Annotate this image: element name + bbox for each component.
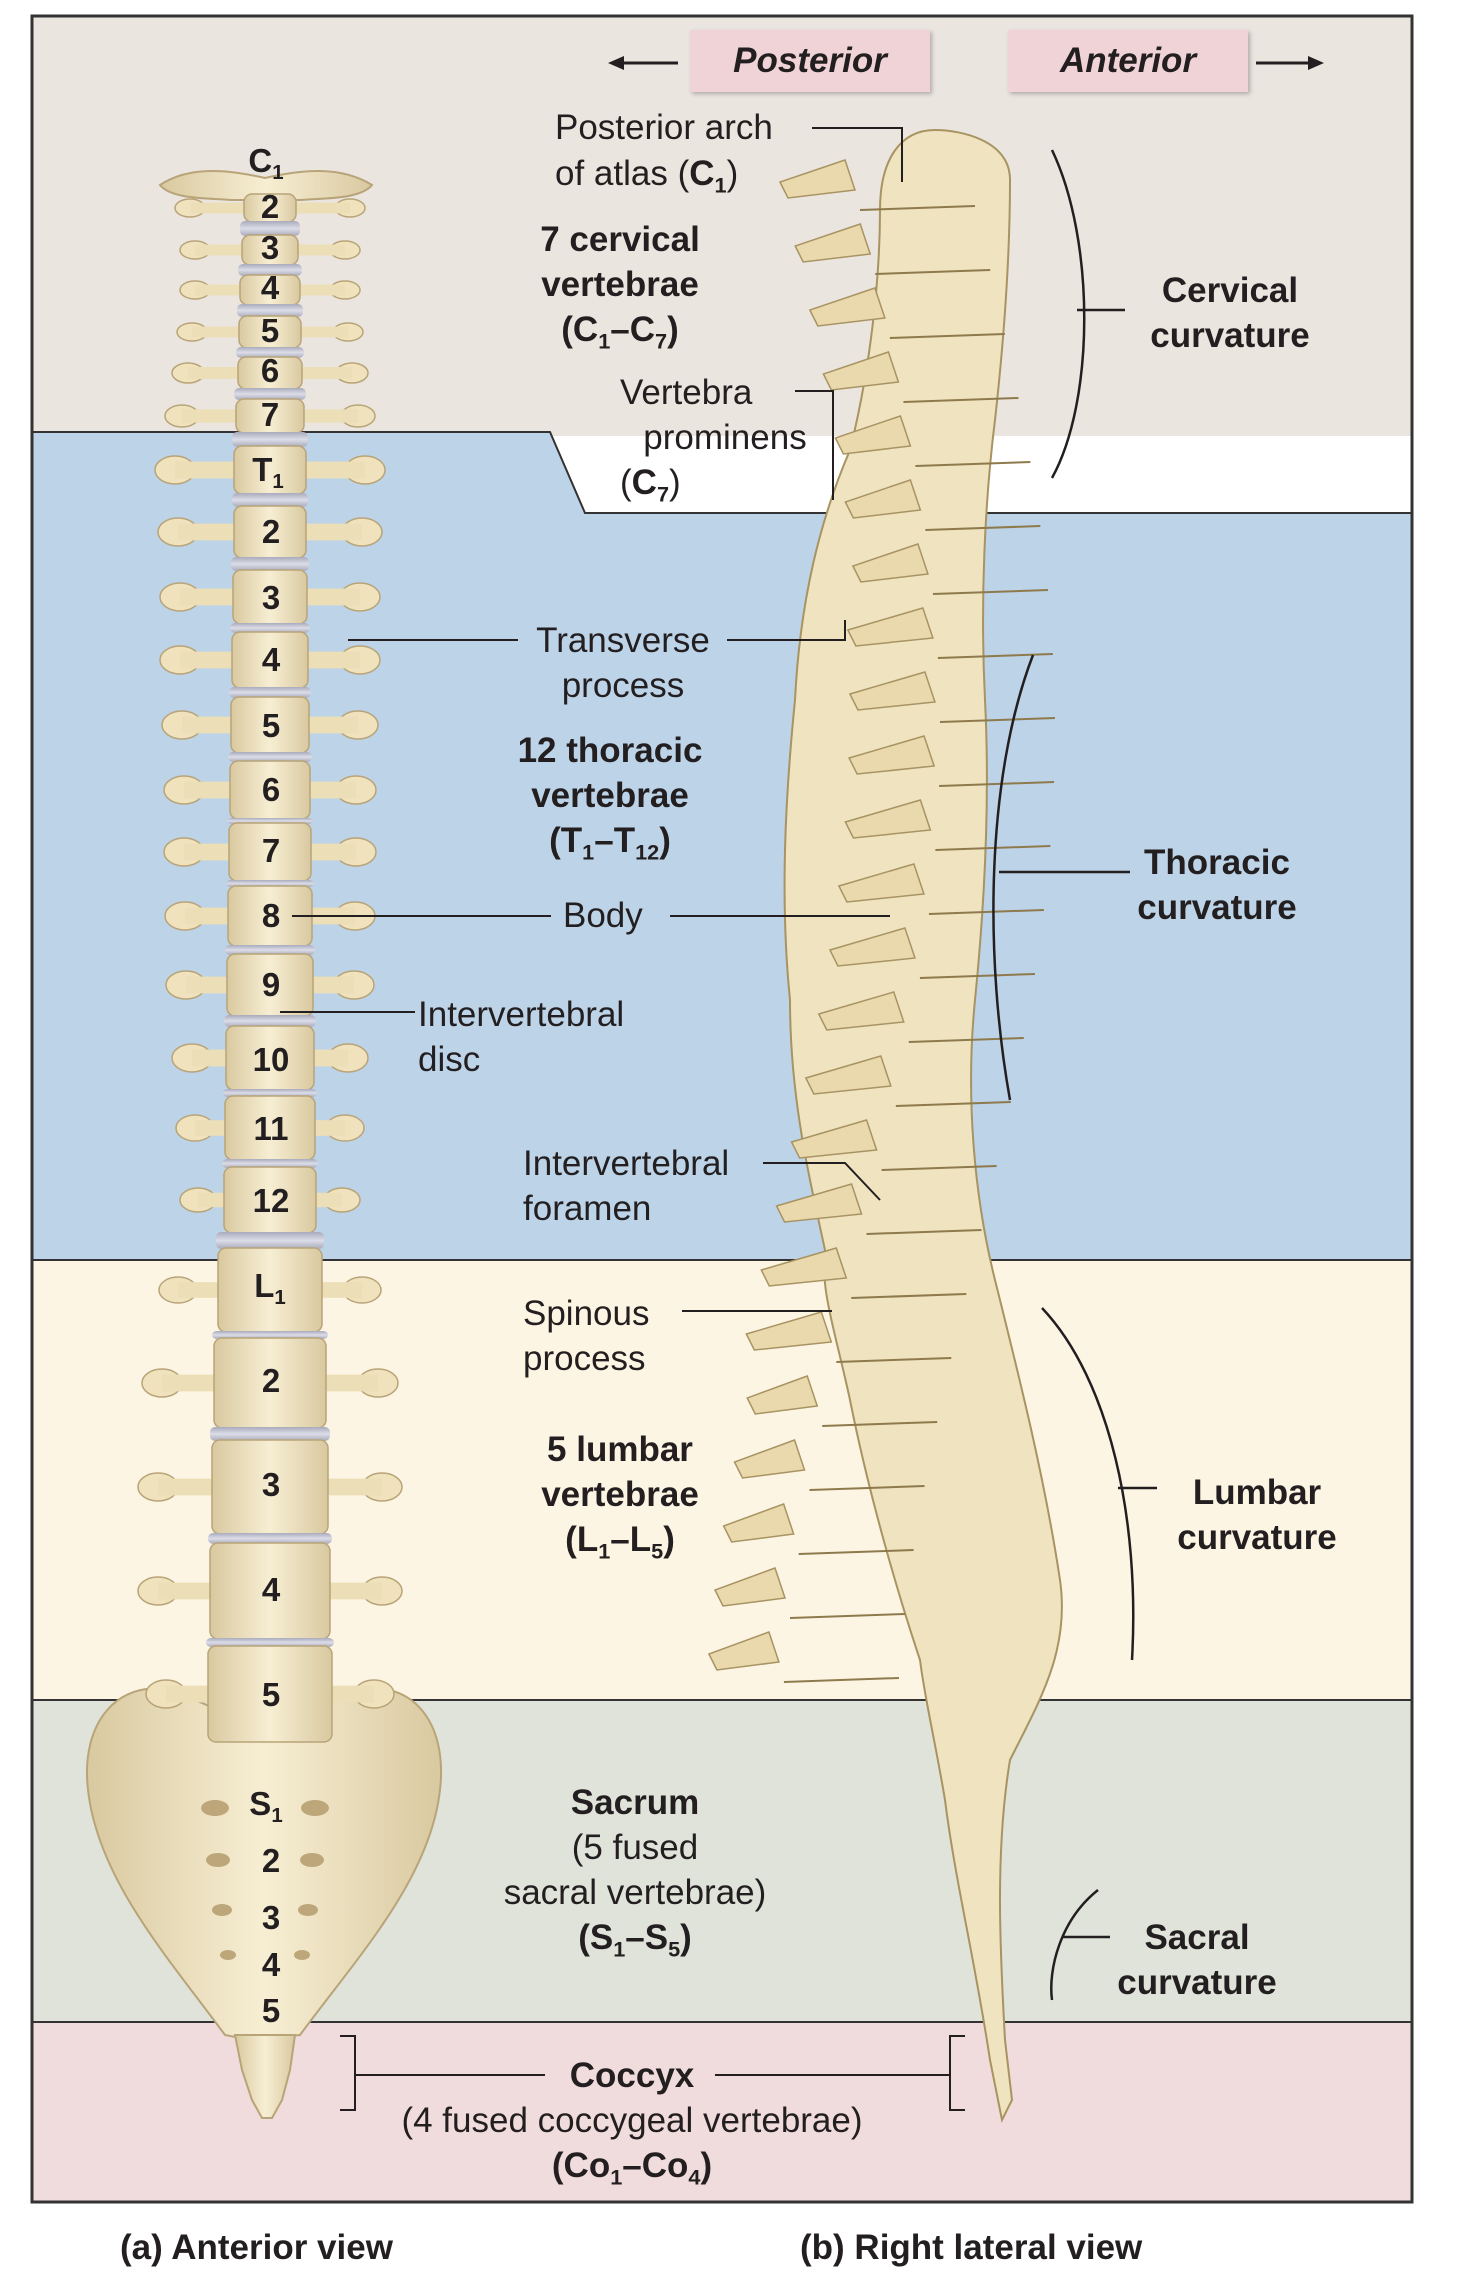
process-arm-l3	[324, 1479, 382, 1496]
vertebra-c5-number: 5	[235, 313, 305, 349]
vertebra-prominens-label: Vertebra prominens (C7)	[620, 370, 830, 505]
body-label: Body	[563, 893, 643, 938]
process-arm-l3	[158, 1479, 216, 1496]
process-arm-t2	[302, 524, 362, 541]
spinous-process-label: Spinous process	[523, 1291, 649, 1381]
process-arm-t6	[306, 782, 356, 799]
sacral-s5-number: 5	[236, 1993, 306, 2029]
sacral-s2-number: 2	[236, 1843, 306, 1879]
vertebra-l5-number: 5	[236, 1677, 306, 1713]
process-arm-t6	[184, 782, 234, 799]
vertebra-t5-number: 5	[236, 708, 306, 744]
intervertebral-disc-t1	[232, 493, 308, 507]
intervertebral-disc-t-c7	[232, 432, 308, 447]
lumbar-count-label: 5 lumbar vertebrae (L1–L5)	[505, 1427, 735, 1562]
process-arm-t5	[182, 717, 235, 734]
process-arm-l2	[162, 1375, 218, 1392]
sacral-s3-number: 3	[236, 1900, 306, 1936]
vertebra-t2-number: 2	[236, 514, 306, 550]
sacral-s1-number: S1	[231, 1786, 301, 1822]
process-arm-t1	[175, 462, 238, 479]
posterior-label: Posterior	[690, 30, 930, 92]
lumbar-curvature-label: Lumbar curvature	[1152, 1470, 1362, 1560]
anterior-label: Anterior	[1008, 30, 1248, 92]
process-arm-l4	[326, 1583, 382, 1600]
vertebra-t6-number: 6	[236, 772, 306, 808]
process-arm-t-c7	[182, 409, 240, 422]
vertebra-t12-number: 12	[236, 1183, 306, 1219]
process-arm-l5	[328, 1686, 374, 1703]
cervical-curvature-label: Cervical curvature	[1125, 268, 1335, 358]
vertebra-l2-number: 2	[236, 1363, 306, 1399]
intervertebral-disc-label: Intervertebral disc	[418, 992, 624, 1082]
sacral-curvature-label: Sacral curvature	[1092, 1915, 1302, 2005]
process-arm-t8	[185, 908, 232, 925]
posterior-arch-label: Posterior arch of atlas (C1)	[555, 105, 773, 197]
process-arm-t9	[186, 977, 231, 994]
process-arm-t11	[195, 1120, 229, 1136]
process-arm-l4	[158, 1583, 214, 1600]
thoracic-curvature-label: Thoracic curvature	[1112, 840, 1322, 930]
vertebra-t1-number: T1	[233, 452, 303, 488]
vertebra-t4-number: 4	[236, 642, 306, 678]
vertebra-t3-number: 3	[236, 580, 306, 616]
vertebra-l1-number: L1	[235, 1268, 305, 1304]
process-arm-c6	[188, 367, 242, 379]
anterior-view-caption: (a) Anterior view	[120, 2226, 393, 2270]
process-arm-l1	[318, 1282, 362, 1298]
vertebra-t10-number: 10	[236, 1042, 306, 1078]
process-arm-t4	[180, 652, 236, 669]
process-arm-t3	[303, 589, 360, 606]
process-arm-l2	[322, 1375, 378, 1392]
process-arm-t-c7	[300, 409, 358, 422]
process-arm-l1	[178, 1282, 222, 1298]
sacrum-label: Sacrum (5 fused sacral vertebrae) (S1–S5…	[470, 1780, 800, 1960]
cervical-count-label: 7 cervical vertebrae (C1–C7)	[505, 217, 735, 352]
process-arm-t9	[309, 977, 354, 994]
vertebra-t7-number: 7	[236, 833, 306, 869]
process-arm-l5	[166, 1686, 212, 1703]
vertebra-t11-number: 11	[236, 1111, 306, 1147]
process-arm-t7	[184, 844, 233, 861]
coccyx-label: Coccyx (4 fused coccygeal vertebrae) (Co…	[362, 2053, 902, 2188]
vertebra-c6-number: 6	[235, 353, 305, 389]
process-arm-t2	[178, 524, 238, 541]
sacral-s4-number: 4	[236, 1947, 306, 1983]
process-arm-t1	[302, 462, 365, 479]
thoracic-count-label: 12 thoracic vertebrae (T1–T12)	[490, 728, 730, 863]
vertebra-l3-number: 3	[236, 1467, 306, 1503]
process-arm-t10	[310, 1050, 348, 1067]
vertebra-c3-number: 3	[235, 230, 305, 266]
transverse-process-label: Transverse process	[518, 618, 728, 708]
intervertebral-disc-t2	[231, 557, 309, 571]
process-arm-t7	[307, 844, 356, 861]
intervertebral-disc-t9	[224, 1015, 316, 1027]
process-arm-t4	[304, 652, 360, 669]
vertebra-l4-number: 4	[236, 1572, 306, 1608]
intervertebral-disc-l2	[210, 1427, 330, 1441]
process-arm-t11	[311, 1120, 345, 1136]
vertebra-t9-number: 9	[236, 967, 306, 1003]
intervertebral-foramen-label: Intervertebral foramen	[523, 1141, 729, 1231]
process-arm-c6	[298, 367, 352, 379]
vertebra-c2-number: 2	[235, 189, 305, 225]
process-arm-t3	[180, 589, 237, 606]
process-arm-t10	[192, 1050, 230, 1067]
vertebra-t8-number: 8	[236, 898, 306, 934]
lateral-view-caption: (b) Right lateral view	[800, 2226, 1142, 2270]
vertebra-c4-number: 4	[235, 270, 305, 306]
intervertebral-disc-t12	[216, 1232, 324, 1249]
vertebra-c1-number: C1	[231, 143, 301, 179]
process-arm-t5	[305, 717, 358, 734]
vertebra-c7-number: 7	[235, 397, 305, 433]
